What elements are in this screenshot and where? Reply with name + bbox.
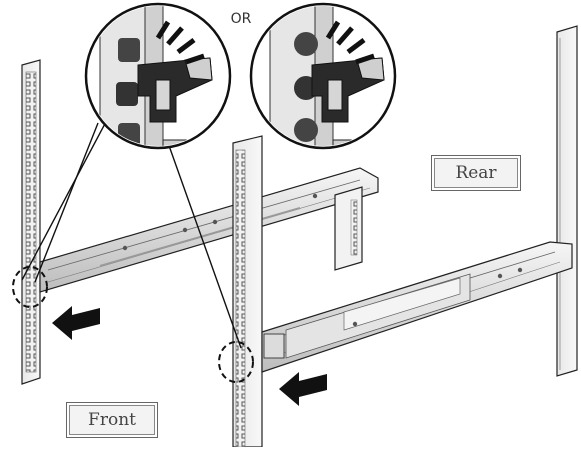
arrow-left-icon (279, 372, 327, 406)
rear-left-bracket (334, 186, 363, 271)
left-front-post (21, 59, 41, 385)
latch-closeup-left (84, 2, 232, 150)
center-front-post (232, 135, 263, 448)
lower-rail (261, 241, 573, 373)
upper-rail (39, 167, 379, 293)
rear-latch-callout (218, 341, 254, 383)
arrow-left-icon (52, 306, 100, 340)
front-latch-callout (12, 266, 48, 308)
rear-label: Rear (431, 155, 521, 191)
front-label: Front (66, 402, 158, 438)
latch-closeup-right (249, 2, 397, 150)
right-rear-post (556, 25, 578, 377)
or-label: OR (230, 11, 252, 27)
